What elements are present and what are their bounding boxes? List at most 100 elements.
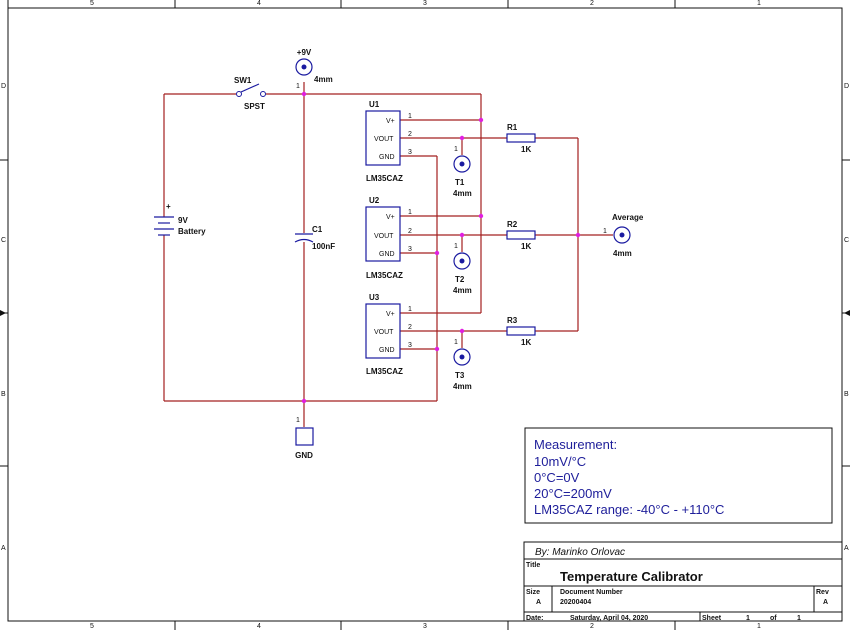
testpoint-t1-ref: T1 xyxy=(455,178,465,187)
title-block-title-label: Title xyxy=(526,562,540,569)
sensor-u2-ref: U2 xyxy=(369,196,380,205)
supply-connector: +9V 4mm 1 xyxy=(295,48,333,90)
zone-top-1: 1 xyxy=(757,0,761,7)
output-pin: 1 xyxy=(603,228,607,235)
capacitor-c1: C1 100nF xyxy=(294,225,335,251)
zone-left-c: C xyxy=(1,237,6,244)
title-block-rev: A xyxy=(823,599,828,606)
battery-value: 9V xyxy=(178,216,188,225)
title-block-author: By: Marinko Orlovac xyxy=(535,547,625,558)
testpoint-t2-size: 4mm xyxy=(453,286,472,295)
sensor-u2-pin-num-3: 3 xyxy=(408,246,412,253)
switch-ref: SW1 xyxy=(234,76,252,85)
sensor-u3-pin-num-3: 3 xyxy=(408,342,412,349)
title-block: By: Marinko Orlovac Title Temperature Ca… xyxy=(523,541,843,622)
zone-right-d: D xyxy=(844,83,849,90)
note-line-1: Measurement: xyxy=(534,437,617,452)
battery-name: Battery xyxy=(178,227,206,236)
output-connector: Average 1 4mm xyxy=(603,213,644,258)
note-line-5: LM35CAZ range: -40°C - +110°C xyxy=(534,502,724,517)
testpoint-t3-size: 4mm xyxy=(453,382,472,391)
testpoint-t2-pin: 1 xyxy=(454,243,458,250)
zone-bottom-3: 3 xyxy=(423,623,427,630)
sensor-u3-pin-vout: VOUT xyxy=(374,329,394,336)
title-block-size-label: Size xyxy=(526,589,540,596)
sensor-u2-part: LM35CAZ xyxy=(366,271,403,280)
battery-symbol: + 9V Battery xyxy=(154,202,206,236)
capacitor-value: 100nF xyxy=(312,242,335,251)
junctions xyxy=(301,91,581,404)
zone-left-d: D xyxy=(1,83,6,90)
zone-right-b: B xyxy=(844,391,849,398)
sensor-u1-pin-num-1: 1 xyxy=(408,113,412,120)
zone-top-5: 5 xyxy=(90,0,94,7)
zone-right-c: C xyxy=(844,237,849,244)
testpoint-t1-pin: 1 xyxy=(454,146,458,153)
testpoint-t3-ref: T3 xyxy=(455,371,465,380)
output-size: 4mm xyxy=(613,249,632,258)
wires xyxy=(163,82,613,427)
sensor-u1-pin-num-2: 2 xyxy=(408,131,412,138)
zone-bottom-5: 5 xyxy=(90,623,94,630)
sensor-u3: U3 V+ VOUT GND 1 2 3 LM35CAZ xyxy=(365,293,412,376)
title-block-sheet-label: Sheet xyxy=(702,615,722,622)
testpoint-t3-pin: 1 xyxy=(454,339,458,346)
title-block-rev-label: Rev xyxy=(816,589,829,596)
supply-label: +9V xyxy=(297,48,312,57)
ground-label: GND xyxy=(295,451,313,460)
zone-bottom-1: 1 xyxy=(757,623,761,630)
sensor-u3-pin-num-1: 1 xyxy=(408,306,412,313)
resistor-r3-value: 1K xyxy=(521,338,531,347)
ground-pin-marker: 1 xyxy=(296,417,300,424)
testpoint-t3: 1 T3 4mm xyxy=(453,339,472,391)
capacitor-ref: C1 xyxy=(312,225,323,234)
resistor-r1: R1 1K xyxy=(506,123,536,154)
sensor-u3-part: LM35CAZ xyxy=(366,367,403,376)
title-block-docnum: 20200404 xyxy=(560,599,591,606)
ground-connector: GND 1 xyxy=(295,417,314,460)
title-block-date: Saturday, April 04, 2020 xyxy=(570,615,648,622)
zone-bottom-4: 4 xyxy=(257,623,261,630)
zone-bottom-2: 2 xyxy=(590,623,594,630)
note-line-3: 0°C=0V xyxy=(534,470,580,485)
sensor-u2-pin-vout: VOUT xyxy=(374,233,394,240)
switch-type: SPST xyxy=(244,102,265,111)
title-block-of: 1 xyxy=(797,615,801,622)
resistor-r2-value: 1K xyxy=(521,242,531,251)
title-block-date-label: Date: xyxy=(526,615,544,622)
title-block-of-label: of xyxy=(770,615,777,622)
title-block-docnum-label: Document Number xyxy=(560,589,623,596)
sensor-u2: U2 V+ VOUT GND 1 2 3 LM35CAZ xyxy=(365,196,412,280)
resistor-r3: R3 1K xyxy=(506,316,536,347)
supply-pin-marker: 1 xyxy=(296,83,300,90)
note-line-4: 20°C=200mV xyxy=(534,486,612,501)
resistor-r1-ref: R1 xyxy=(507,123,518,132)
output-label: Average xyxy=(612,213,644,222)
title-block-sheet: 1 xyxy=(746,615,750,622)
sensor-u2-pin-vplus: V+ xyxy=(386,214,395,221)
note-line-2: 10mV/°C xyxy=(534,454,586,469)
sensor-u2-pin-gnd: GND xyxy=(379,251,395,258)
resistor-r1-value: 1K xyxy=(521,145,531,154)
title-block-title: Temperature Calibrator xyxy=(560,569,703,584)
sensor-u1-pin-vout: VOUT xyxy=(374,136,394,143)
zone-left-b: B xyxy=(1,391,6,398)
testpoint-t1-size: 4mm xyxy=(453,189,472,198)
testpoint-t1: 1 T1 4mm xyxy=(453,146,472,198)
zone-top-4: 4 xyxy=(257,0,261,7)
title-block-size: A xyxy=(536,599,541,606)
sensor-u3-pin-vplus: V+ xyxy=(386,311,395,318)
sensor-u1-ref: U1 xyxy=(369,100,380,109)
switch-sw1: SW1 SPST xyxy=(234,76,266,111)
measurement-notes: Measurement: 10mV/°C 0°C=0V 20°C=200mV L… xyxy=(524,427,833,524)
sensor-u2-pin-num-2: 2 xyxy=(408,228,412,235)
sensor-u1-part: LM35CAZ xyxy=(366,174,403,183)
zone-left-a: A xyxy=(1,545,6,552)
sensor-u3-ref: U3 xyxy=(369,293,380,302)
sensor-u1-pin-num-3: 3 xyxy=(408,149,412,156)
testpoint-t2: 1 T2 4mm xyxy=(453,243,472,295)
resistor-r2: R2 1K xyxy=(506,220,536,251)
sensor-u1: U1 V+ VOUT GND 1 2 3 LM35CAZ xyxy=(365,100,412,183)
resistor-r3-ref: R3 xyxy=(507,316,518,325)
